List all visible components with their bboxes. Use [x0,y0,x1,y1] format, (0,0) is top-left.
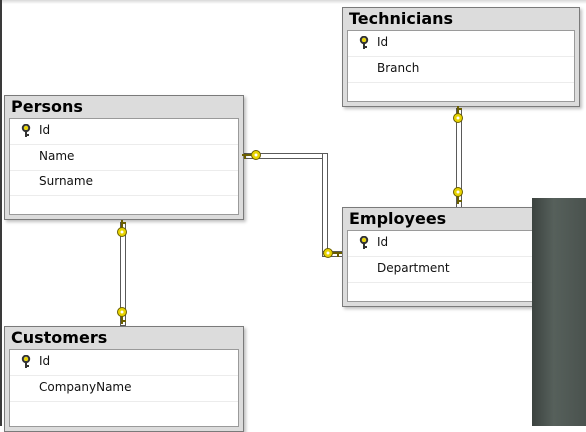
table-body: Id Branch [347,30,575,102]
column-row-id[interactable]: Id [348,231,574,257]
relationship-key-icon [117,220,127,237]
column-name: Id [377,35,389,49]
column-name: CompanyName [39,380,132,394]
table-title: Customers [11,328,108,347]
column-row-companyname[interactable]: CompanyName [10,376,238,402]
relationship-key-icon [323,248,342,258]
column-name: Id [377,235,389,249]
table-body: Id CompanyName [9,349,239,427]
primary-key-icon [359,236,369,249]
relationship-key-icon [117,307,127,324]
primary-key-icon [359,36,369,49]
relationship-key-icon [242,150,261,160]
video-overlay-panel [532,198,586,426]
column-row-id[interactable]: Id [348,31,574,57]
table-body: Id Name Surname [9,118,239,215]
window-top-strip [0,0,586,4]
primary-key-icon [21,124,31,137]
primary-key-icon [21,355,31,368]
relationship-key-icon [453,187,463,204]
column-row-department[interactable]: Department [348,257,574,283]
column-row-branch[interactable]: Branch [348,57,574,83]
relationship-key-icon [453,106,463,123]
column-name: Id [39,354,51,368]
column-row-id[interactable]: Id [10,350,238,376]
table-title: Persons [11,97,83,116]
table-customers[interactable]: Customers Id CompanyName [4,326,244,432]
window-left-edge [0,0,2,426]
table-title: Employees [349,209,447,228]
table-title: Technicians [349,9,454,28]
table-persons[interactable]: Persons Id Name Surname [4,95,244,220]
table-technicians[interactable]: Technicians Id Branch [342,7,580,107]
column-row-id[interactable]: Id [10,119,238,145]
column-name: Department [377,261,450,275]
column-name: Name [39,149,75,163]
relationship-line-persons-employees-v[interactable] [322,153,328,257]
column-row-name[interactable]: Name [10,145,238,171]
column-row-surname[interactable]: Surname [10,170,238,196]
column-name: Id [39,123,51,137]
column-name: Branch [377,61,420,75]
column-name: Surname [39,174,93,188]
